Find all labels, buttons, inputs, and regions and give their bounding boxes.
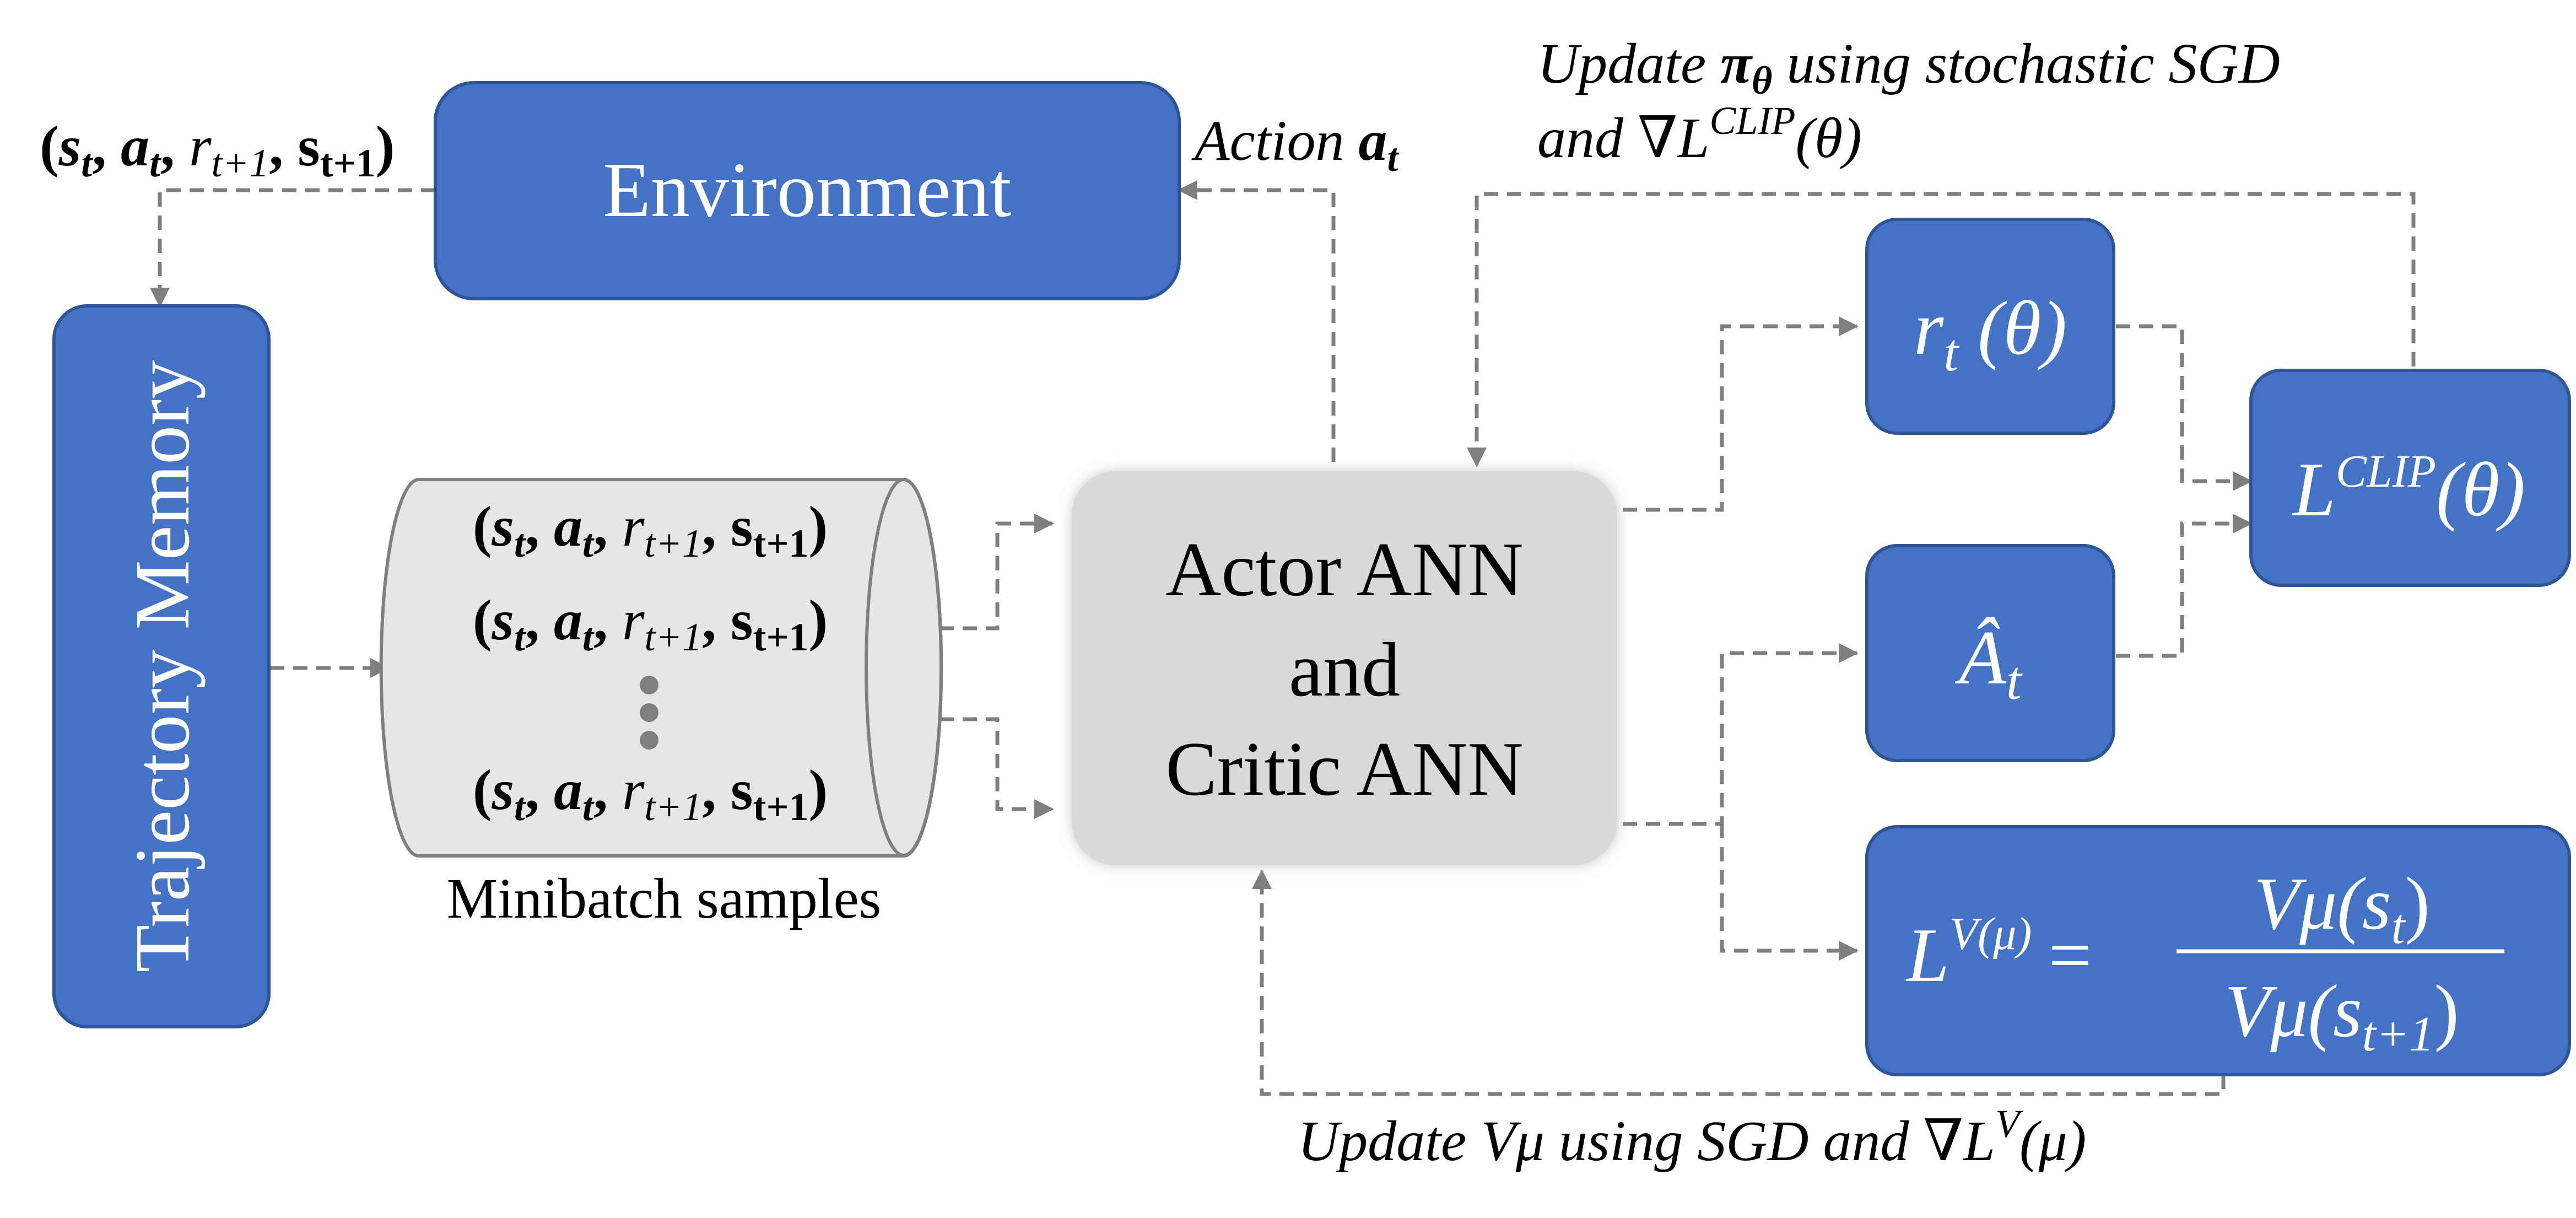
value-loss-denominator: Vμ(st+1) <box>2224 970 2459 1061</box>
arrow-minibatch-to-core-2 <box>939 717 1054 819</box>
trajectory-memory-node: Trajectory Memory <box>52 304 271 1028</box>
ratio-node: rt (θ) <box>1865 218 2115 435</box>
minibatch-tuple-3: (st, at, rt+1, st+1) <box>473 758 828 829</box>
minibatch-caption: Minibatch samples <box>447 867 882 930</box>
arrow-advantage-to-clip <box>2116 514 2253 658</box>
arrow-env-to-memory <box>150 188 435 308</box>
minibatch-tuple-1: (st, at, rt+1, st+1) <box>473 495 828 565</box>
minibatch-tuples: (st, at, rt+1, st+1) (st, at, rt+1, st+1… <box>473 495 828 829</box>
trajectory-memory-label: Trajectory Memory <box>118 360 206 973</box>
actor-ann-label: Actor ANN <box>1165 527 1523 612</box>
minibatch-tuple-2: (st, at, rt+1, st+1) <box>473 589 828 659</box>
transition-label: (st, at, rt+1, st+1) <box>40 115 395 185</box>
value-loss-numerator: Vμ(st) <box>2254 863 2430 954</box>
update-value-label: Update Vμ using SGD and ∇LV(μ) <box>1298 1102 2086 1173</box>
ellipsis-dots <box>640 676 658 750</box>
arrow-core-to-env <box>1178 180 1336 462</box>
update-policy-line1: Update πθ using stochastic SGD <box>1537 32 2280 103</box>
action-label: Action at <box>1191 109 1399 180</box>
clip-loss-label: LCLIP(θ) <box>2292 446 2525 532</box>
actor-critic-labels: Actor ANN and Critic ANN <box>1165 527 1523 812</box>
arrow-core-to-ratio <box>1623 316 1859 512</box>
arrow-ratio-to-clip <box>2116 324 2253 491</box>
clip-loss-node: LCLIP(θ) <box>2249 369 2571 587</box>
and-label: and <box>1289 627 1400 713</box>
update-policy-line2: and ∇LCLIP(θ) <box>1537 99 1862 170</box>
value-loss-node: LV(μ)= Vμ(st) Vμ(st+1) <box>1865 825 2571 1076</box>
actor-critic-node <box>1072 471 1617 865</box>
arrow-valueloss-to-core <box>1252 869 2226 1096</box>
arrow-core-to-advantage <box>1623 643 1859 826</box>
minibatch-cylinder: (st, at, rt+1, st+1) (st, at, rt+1, st+1… <box>379 478 943 930</box>
value-loss-lhs: LV(μ)= <box>1905 908 2092 998</box>
advantage-label: Ât <box>1954 615 2023 711</box>
environment-node: Environment <box>434 81 1181 300</box>
connectors <box>150 180 2416 1096</box>
critic-ann-label: Critic ANN <box>1165 726 1523 812</box>
advantage-node: Ât <box>1865 544 2115 762</box>
arrow-minibatch-to-core-1 <box>939 514 1054 630</box>
ratio-label: rt (θ) <box>1914 285 2067 382</box>
environment-label: Environment <box>603 146 1011 233</box>
arrow-core-to-valueloss <box>1720 824 1859 961</box>
